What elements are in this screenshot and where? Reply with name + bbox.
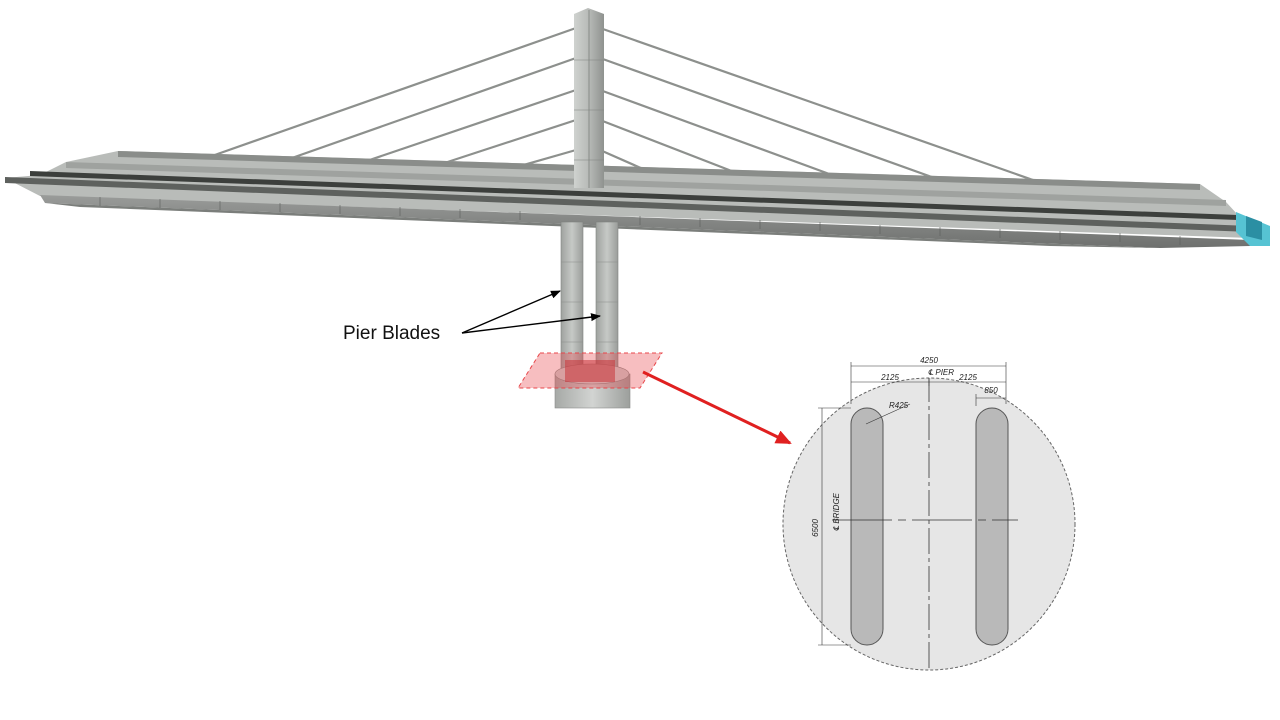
- pier-blades-label: Pier Blades: [343, 323, 440, 344]
- dim-blade-length: 6500: [811, 519, 820, 537]
- pier-blades: [560, 221, 619, 383]
- dim-overall-width: 4250: [920, 356, 938, 365]
- section-highlight: [517, 352, 663, 389]
- dim-half-width-left: 2125: [880, 373, 899, 382]
- annotation-arrow-upper: [461, 290, 561, 334]
- dim-half-width-right: 2125: [958, 373, 977, 382]
- bridge-centerline-label: ℄ BRIDGE: [832, 492, 841, 531]
- pylon: [574, 8, 604, 188]
- detail-arrow: [642, 370, 792, 445]
- annotation-arrow-lower: [461, 313, 601, 334]
- pier-section-detail: 4250 2125 2125 ℄ PIER 850 R425 6500 ℄ BR…: [782, 356, 1076, 671]
- pier-blades-annotation: Pier Blades: [343, 290, 601, 344]
- stay-cables: [191, 26, 1071, 195]
- dim-radius: R425: [889, 401, 909, 410]
- pier-centerline-label: ℄ PIER: [928, 368, 954, 377]
- dim-blade-width: 850: [984, 386, 998, 395]
- detail-blade-left: [850, 407, 884, 646]
- bridge-deck: [5, 151, 1270, 248]
- detail-blade-right: [975, 407, 1009, 646]
